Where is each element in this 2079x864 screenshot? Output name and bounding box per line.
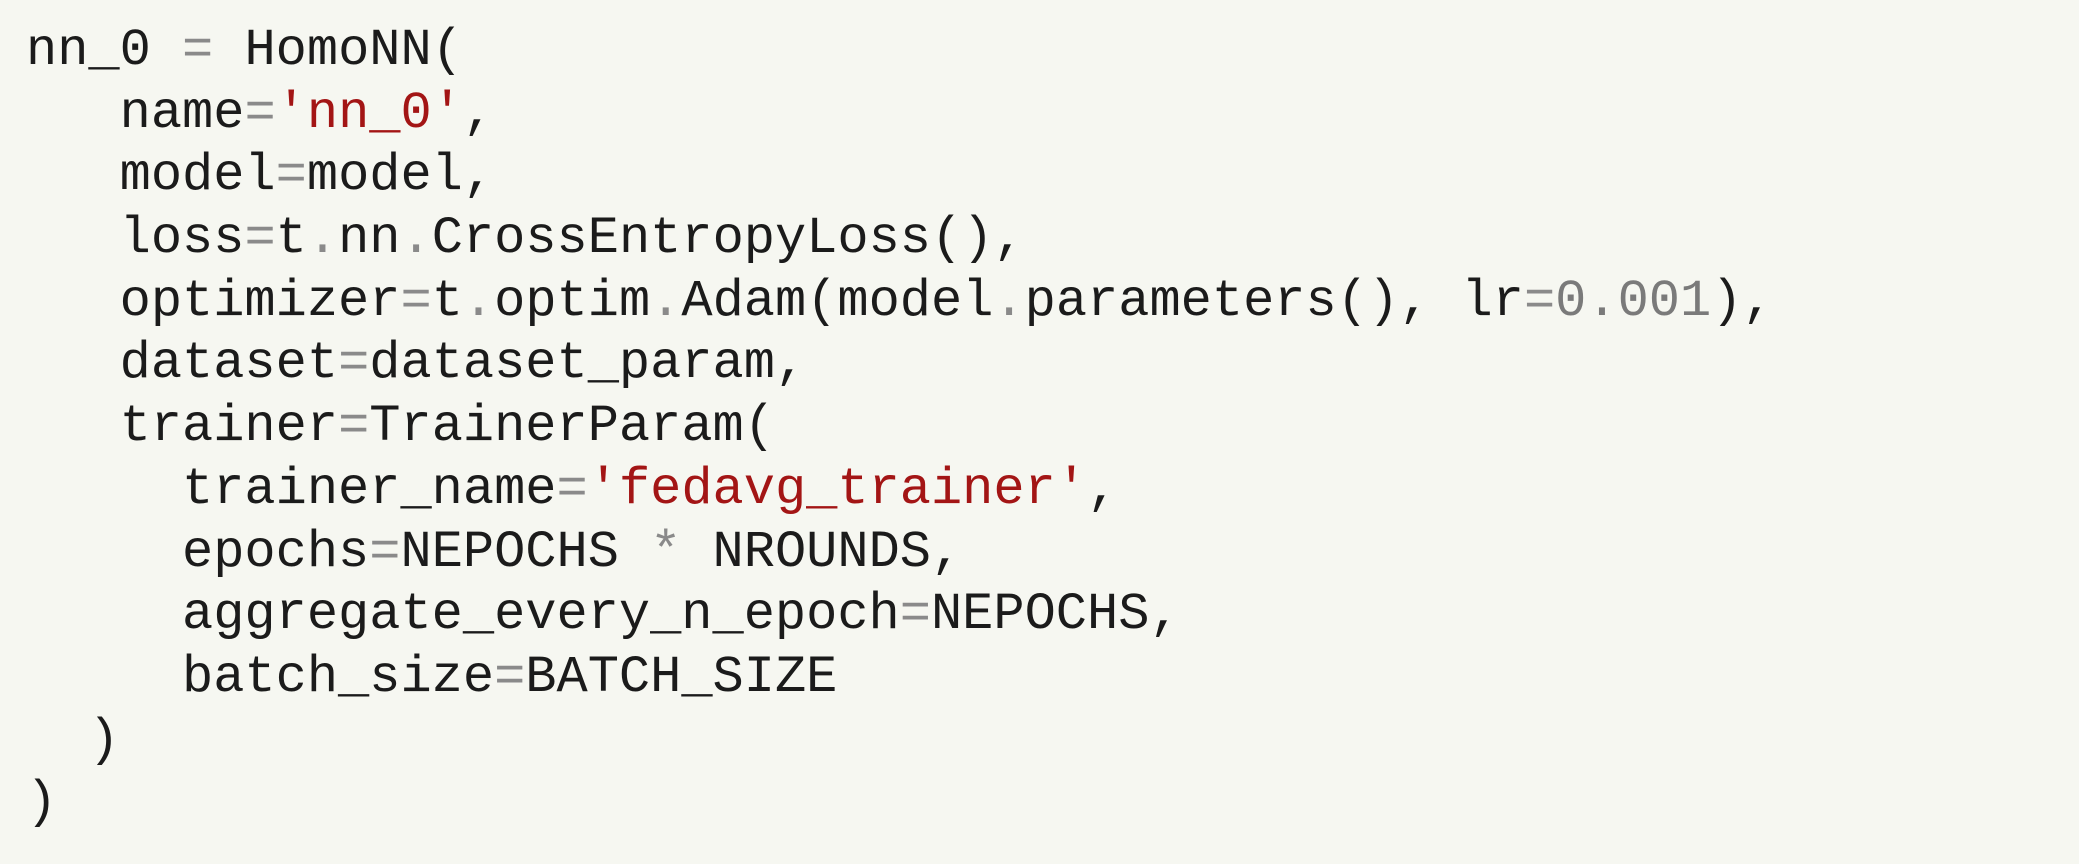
code-token: loss [26, 209, 245, 269]
code-line: nn_0 = HomoNN( [26, 20, 1774, 83]
operator: = [899, 585, 931, 645]
code-token: model [26, 146, 276, 206]
code-token: aggregate_every_n_epoch [26, 585, 900, 645]
operator: = [369, 522, 401, 582]
code-token: t [431, 271, 463, 331]
code-line: batch_size=BATCH_SIZE [26, 647, 1774, 710]
string-literal: 'fedavg_trainer' [587, 459, 1087, 519]
code-line: dataset=dataset_param, [26, 333, 1774, 396]
operator: = [400, 271, 432, 331]
code-line: aggregate_every_n_epoch=NEPOCHS, [26, 584, 1774, 647]
code-token: model, [306, 146, 495, 206]
code-line: ) [26, 772, 1774, 835]
operator: . [462, 271, 495, 331]
operator: = [338, 334, 370, 394]
code-token: Adam(model [681, 271, 994, 331]
code-token: HomoNN( [213, 21, 463, 80]
number-literal: 0.001 [1555, 271, 1712, 331]
code-token: optimizer [26, 271, 401, 331]
code-token: CrossEntropyLoss(), [431, 209, 1025, 269]
code-token: NEPOCHS, [930, 585, 1181, 645]
code-token: dataset_param, [369, 334, 807, 394]
operator: . [993, 271, 1025, 331]
code-line: ) [26, 710, 1774, 773]
code-line: trainer_name='fedavg_trainer', [26, 459, 1774, 522]
operator: = [556, 459, 588, 519]
code-token: ) [26, 710, 120, 770]
operator: = [182, 21, 214, 80]
operator: = [244, 83, 276, 143]
code-line: optimizer=t.optim.Adam(model.parameters(… [26, 271, 1774, 334]
code-token: nn [338, 209, 401, 269]
code-token: nn_0 [26, 21, 183, 80]
operator: . [650, 271, 682, 331]
code-token: name [26, 83, 245, 143]
code-token: parameters(), lr [1024, 271, 1524, 331]
code-token: trainer_name [26, 459, 557, 519]
code-line: trainer=TrainerParam( [26, 396, 1774, 459]
code-token: NROUNDS, [681, 522, 963, 582]
code-token: trainer [26, 397, 339, 457]
code-line: model=model, [26, 145, 1774, 208]
operator: = [494, 647, 526, 707]
operator: = [338, 397, 370, 457]
code-token: batch_size [26, 647, 495, 707]
code-token: NEPOCHS [400, 522, 651, 582]
operator: = [244, 209, 276, 269]
code-block: nn_0 = HomoNN( name='nn_0', model=model,… [26, 20, 1774, 835]
code-token: epochs [26, 522, 370, 582]
code-token: t [275, 209, 307, 269]
code-token: , [462, 83, 495, 143]
code-token: TrainerParam( [369, 397, 775, 457]
code-token: BATCH_SIZE [525, 647, 838, 707]
operator: . [306, 209, 339, 269]
operator: . [400, 209, 432, 269]
code-line: epochs=NEPOCHS * NROUNDS, [26, 522, 1774, 585]
code-token: ), [1711, 271, 1774, 331]
code-token: , [1087, 459, 1119, 519]
code-token: ) [26, 773, 58, 833]
operator: * [650, 522, 682, 582]
code-token: dataset [26, 334, 339, 394]
code-token: optim [494, 271, 651, 331]
operator: = [275, 146, 307, 206]
string-literal: 'nn_0' [275, 83, 463, 143]
code-line: loss=t.nn.CrossEntropyLoss(), [26, 208, 1774, 271]
code-line: name='nn_0', [26, 83, 1774, 146]
operator: = [1523, 271, 1556, 331]
